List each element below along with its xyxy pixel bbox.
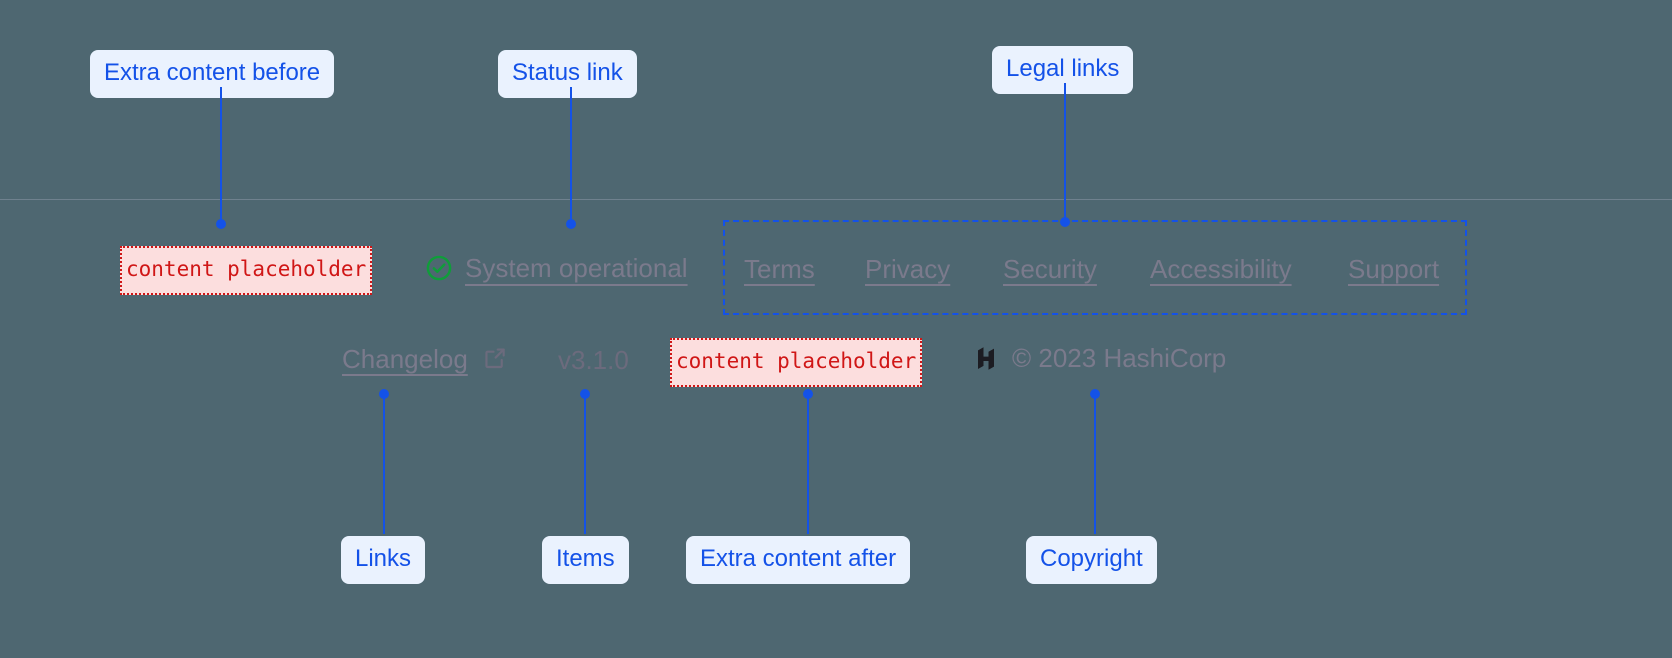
content-placeholder-before: content placeholder [120,246,373,295]
legal-links-group [723,220,1467,315]
anchor-status-link [566,219,576,229]
external-link-icon [482,345,508,371]
legal-link-privacy[interactable]: Privacy [865,254,951,284]
copyright-label: © 2023 HashiCorp [1012,343,1227,373]
leader-legal-links [1064,83,1066,222]
legal-link-support[interactable]: Support [1348,254,1440,284]
status-link-label: System operational [465,253,688,283]
version-label: v3.1.0 [558,345,629,375]
legal-link-terms[interactable]: Terms [744,254,815,284]
legal-link-security[interactable]: Security [1003,254,1097,284]
leader-status-link [570,87,572,224]
status-link[interactable]: System operational [425,254,688,282]
leader-links [383,394,385,534]
footer-top-divider [0,199,1672,200]
callout-extra-content-before: Extra content before [90,50,335,98]
legal-link-accessibility[interactable]: Accessibility [1150,254,1292,284]
callout-links: Links [341,536,426,584]
callout-items: Items [542,536,629,584]
leader-extra-content-before [220,87,222,224]
hashicorp-logo-icon [971,344,1001,374]
leader-copyright [1094,394,1096,534]
callout-legal-links: Legal links [992,46,1134,94]
leader-extra-content-after [807,394,809,534]
callout-extra-content-after: Extra content after [686,536,911,584]
callout-copyright: Copyright [1026,536,1157,584]
content-placeholder-after: content placeholder [670,338,923,387]
check-circle-icon [425,254,453,282]
changelog-link[interactable]: Changelog [342,344,468,374]
anchor-extra-content-before [216,219,226,229]
callout-status-link: Status link [498,50,637,98]
anchor-legal-links [1060,217,1070,227]
leader-items [584,394,586,534]
